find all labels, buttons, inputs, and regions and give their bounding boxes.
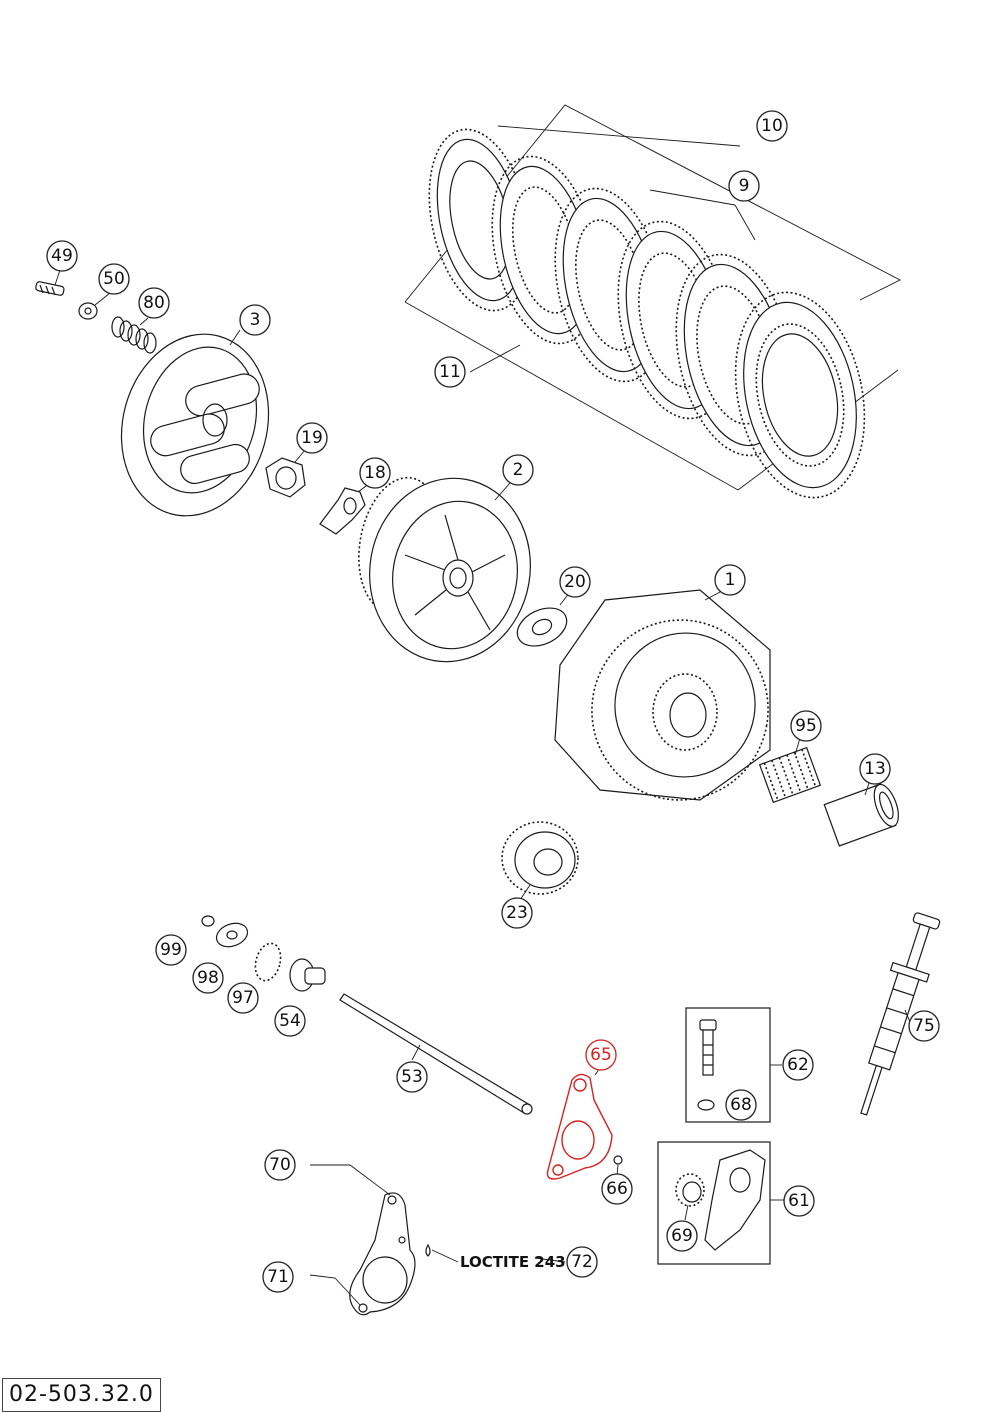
loctite-note: LOCTITE 243 <box>460 1253 566 1271</box>
callout-11: 11 <box>434 356 466 388</box>
callout-10: 10 <box>756 110 788 142</box>
svg-text:71: 71 <box>267 1267 289 1287</box>
callout-18: 18 <box>359 457 391 489</box>
svg-text:62: 62 <box>787 1055 809 1075</box>
svg-text:49: 49 <box>51 246 73 266</box>
svg-text:68: 68 <box>730 1095 752 1115</box>
clutch-lever-bracket <box>309 1164 566 1316</box>
svg-text:72: 72 <box>571 1252 593 1272</box>
svg-text:95: 95 <box>795 716 817 736</box>
svg-text:50: 50 <box>103 269 125 289</box>
callout-71: 71 <box>262 1261 294 1293</box>
bleed-screw-kit <box>685 1007 782 1123</box>
callout-70: 70 <box>264 1149 296 1181</box>
svg-text:66: 66 <box>606 1179 628 1199</box>
gasket-highlighted <box>546 1073 623 1180</box>
inner-clutch-hub <box>358 476 568 663</box>
svg-text:97: 97 <box>232 988 254 1008</box>
svg-text:65: 65 <box>590 1045 612 1065</box>
pressure-plate-assembly <box>35 281 270 517</box>
callout-61: 61 <box>783 1185 815 1217</box>
grease-syringe <box>860 912 941 1116</box>
svg-text:11: 11 <box>439 362 461 382</box>
svg-text:23: 23 <box>506 903 528 923</box>
clutch-disc-stack <box>404 104 901 499</box>
callout-leaders <box>54 269 911 1221</box>
svg-text:19: 19 <box>301 428 323 448</box>
svg-text:1: 1 <box>725 570 736 590</box>
svg-text:70: 70 <box>269 1155 291 1175</box>
callout-97: 97 <box>227 982 259 1014</box>
callout-13: 13 <box>859 753 891 785</box>
callout-99: 99 <box>155 934 187 966</box>
callout-65: 65 <box>585 1039 617 1071</box>
svg-text:80: 80 <box>143 293 165 313</box>
callout-54: 54 <box>274 1005 306 1037</box>
callout-62: 62 <box>782 1049 814 1081</box>
callout-80: 80 <box>138 287 170 319</box>
svg-text:20: 20 <box>564 572 586 592</box>
callout-68: 68 <box>725 1089 757 1121</box>
svg-text:13: 13 <box>864 759 886 779</box>
callout-95: 95 <box>790 710 822 742</box>
callout-3: 3 <box>239 304 271 336</box>
svg-text:18: 18 <box>364 463 386 483</box>
svg-text:3: 3 <box>250 310 261 330</box>
callout-75: 75 <box>908 1010 940 1042</box>
nut-and-lock-washer <box>265 457 366 535</box>
push-rod-assembly <box>201 915 533 1115</box>
callout-66: 66 <box>601 1173 633 1205</box>
callout-19: 19 <box>296 422 328 454</box>
svg-text:75: 75 <box>913 1016 935 1036</box>
svg-text:10: 10 <box>761 116 783 136</box>
callout-72: 72 <box>566 1246 598 1278</box>
svg-text:98: 98 <box>197 968 219 988</box>
callout-53: 53 <box>396 1061 428 1093</box>
svg-text:2: 2 <box>513 460 524 480</box>
callout-69: 69 <box>666 1220 698 1252</box>
callout-23: 23 <box>501 897 533 929</box>
clutch-slave-cylinder <box>657 1141 784 1265</box>
outer-clutch-basket <box>554 589 899 847</box>
callout-9: 9 <box>728 170 760 202</box>
primary-gear <box>501 821 579 895</box>
svg-text:54: 54 <box>279 1011 301 1031</box>
callout-20: 20 <box>559 566 591 598</box>
svg-text:99: 99 <box>160 940 182 960</box>
callout-2: 2 <box>502 454 534 486</box>
svg-text:61: 61 <box>788 1191 810 1211</box>
part-code-label: 02-503.32.0 <box>2 1378 161 1412</box>
svg-text:9: 9 <box>739 176 750 196</box>
callout-49: 49 <box>46 240 78 272</box>
callout-98: 98 <box>192 962 224 994</box>
svg-text:53: 53 <box>401 1067 423 1087</box>
callout-1: 1 <box>714 564 746 596</box>
callout-50: 50 <box>98 263 130 295</box>
svg-text:69: 69 <box>671 1226 693 1246</box>
